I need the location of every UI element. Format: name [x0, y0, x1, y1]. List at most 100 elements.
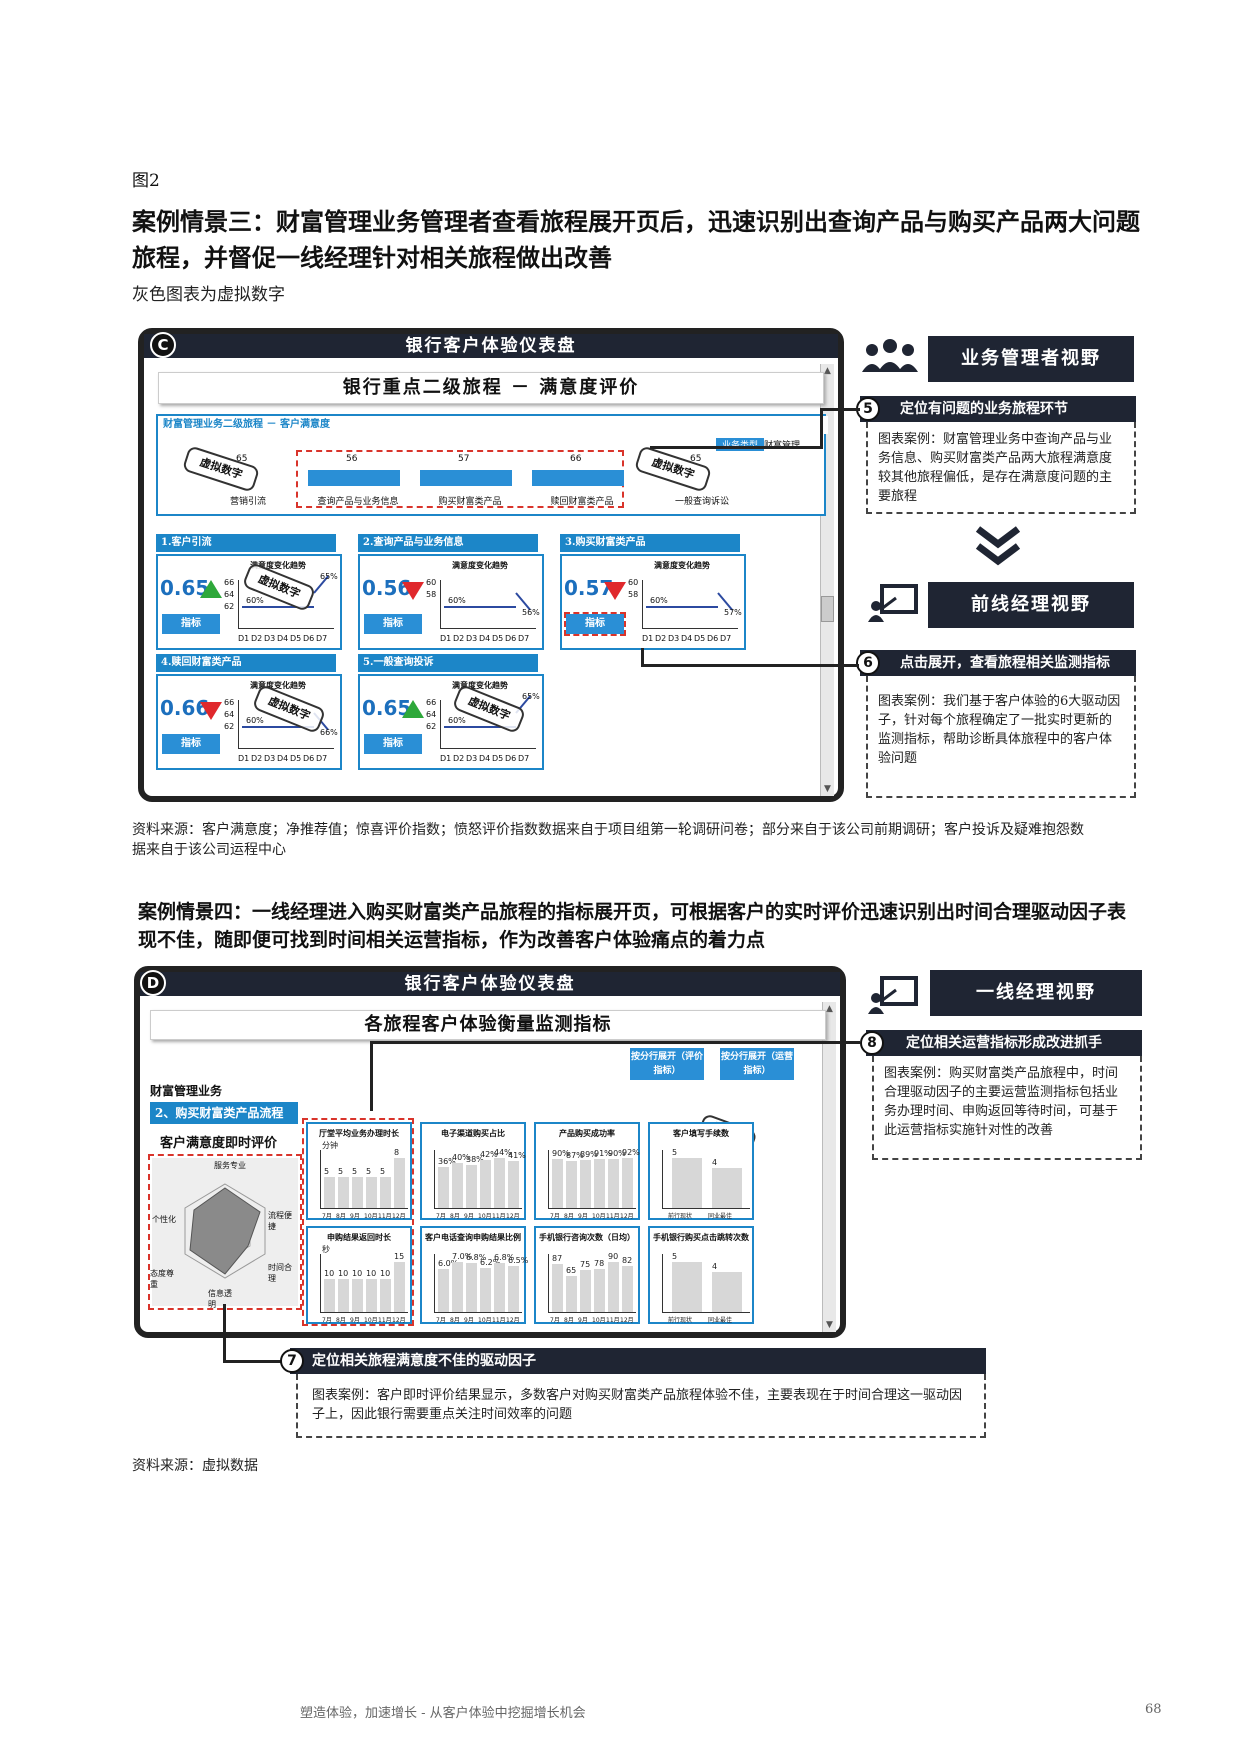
metric-value: 5 [352, 1167, 358, 1176]
day-label: D6 [303, 634, 315, 643]
day-label: D2 [251, 634, 263, 643]
metric-value: 41% [508, 1151, 526, 1160]
metric-bar [672, 1158, 702, 1208]
month-label: 7月 [550, 1317, 560, 1324]
strip-title: 财富管理业务二级旅程 － 客户满意度 [158, 416, 828, 434]
metric-value: 44% [494, 1148, 512, 1157]
metric-value: 4 [712, 1262, 718, 1271]
top-item-label: 查询产品与业务信息 [317, 497, 399, 507]
scrollbar-d[interactable]: ▲ ▼ [822, 1002, 836, 1332]
metric-value: 5 [380, 1167, 386, 1176]
top-item-value: 66 [570, 454, 582, 464]
note7-head: 定位相关旅程满意度不佳的驱动因子 [290, 1348, 986, 1374]
day-label: D3 [668, 634, 680, 643]
day-label: D1 [440, 754, 452, 763]
metric-button[interactable]: 指标 [364, 734, 422, 754]
y-tick: 62 [426, 722, 437, 731]
day-label: D1 [440, 634, 452, 643]
metric-bar [338, 1279, 349, 1312]
metric-unit: 秒 [322, 1245, 330, 1254]
month-label: 11月 [606, 1213, 620, 1220]
metric-bar [672, 1262, 702, 1312]
metric-button[interactable]: 指标 [566, 614, 624, 634]
top-item-label: 赎回财富类产品 [550, 497, 614, 507]
day-label: D6 [707, 634, 719, 643]
dashboard-c: 银行客户体验仪表盘 C ▲ ▼ 银行重点二级旅程 － 满意度评价 财富管理业务二… [138, 328, 844, 802]
month-label: 9月 [464, 1213, 474, 1220]
metric-bar [380, 1177, 391, 1208]
metric-value: 4 [712, 1158, 718, 1167]
month-label: 8月 [336, 1317, 346, 1324]
axis-y [548, 1254, 549, 1312]
metric-title: 申购结果返回时长 [327, 1233, 391, 1242]
metric-button[interactable]: 指标 [162, 614, 220, 634]
axis-y [320, 1254, 321, 1312]
connector-7v [223, 1304, 226, 1362]
connector-5v [820, 408, 823, 449]
metric-value: 8 [394, 1148, 400, 1157]
month-label: 8月 [564, 1213, 574, 1220]
month-label: 10月 [364, 1317, 378, 1324]
scroll-up-icon[interactable]: ▲ [824, 366, 831, 376]
top-item-value: 56 [346, 454, 358, 464]
y-tick: 66 [426, 698, 437, 707]
axis-x [548, 1312, 636, 1313]
metric-unit: 分钟 [322, 1141, 338, 1150]
scroll-down-icon[interactable]: ▼ [826, 1320, 833, 1330]
metric-bar [466, 1263, 477, 1312]
top-item-value: 65 [690, 454, 702, 464]
branch-ops-button[interactable]: 按分行展开（运营指标） [720, 1048, 794, 1080]
month-label: 9月 [578, 1317, 588, 1324]
metric-value: 15 [394, 1252, 405, 1261]
branch-eval-button[interactable]: 按分行展开（评价指标） [630, 1048, 704, 1080]
metric-bar [712, 1272, 742, 1312]
day-label: D1 [642, 634, 654, 643]
y-tick: 64 [224, 710, 235, 719]
y-tick: 62 [224, 722, 235, 731]
flow-title: 2、购买财富类产品流程 [150, 1102, 298, 1124]
metric-bar [566, 1161, 577, 1208]
radar-axis-label: 个性化 [152, 1215, 176, 1224]
source-2: 资料来源：虚拟数据 [132, 1458, 258, 1474]
axis-y [662, 1150, 663, 1208]
axis-y [662, 1254, 663, 1312]
chart-axis-y [440, 580, 441, 628]
month-label: 7月 [322, 1213, 332, 1220]
case4-title: 案例情景四：一线经理进入购买财富类产品旅程的指标展开页，可根据客户的实时评价迅速… [138, 901, 1127, 951]
metric-value: 5 [338, 1167, 344, 1176]
scroll-up-icon[interactable]: ▲ [826, 1004, 833, 1014]
chart-axis-y [440, 700, 441, 748]
metric-value: 75 [580, 1260, 591, 1269]
metric-value: 87% [566, 1151, 584, 1160]
scroll-thumb[interactable] [821, 596, 834, 622]
month-label: 8月 [336, 1213, 346, 1220]
chart-title: 满意度变化趋势 [452, 681, 508, 690]
badge-d: D [140, 970, 166, 996]
trend-up-icon [200, 580, 222, 598]
month-label: 12月 [392, 1213, 406, 1220]
day-label: D3 [466, 634, 478, 643]
metric-button[interactable]: 指标 [364, 614, 422, 634]
metric-cat: 同业最佳 [708, 1317, 733, 1324]
scroll-down-icon[interactable]: ▼ [824, 784, 831, 794]
metric-value: 36% [438, 1157, 456, 1166]
footer-title: 塑造体验，加速增长 - 从客户体验中挖掘增长机会 [300, 1706, 586, 1721]
day-label: D5 [492, 754, 504, 763]
day-label: D5 [694, 634, 706, 643]
day-label: D2 [453, 754, 465, 763]
metric-bar [508, 1266, 519, 1312]
case3-title: 案例情景三：财富管理业务管理者查看旅程展开页后，迅速识别出查询产品与购买产品两大… [132, 207, 1140, 272]
presenter-icon [868, 584, 918, 622]
connector-8v [370, 1041, 373, 1111]
day-label: D4 [479, 634, 491, 643]
metric-value: 90 [608, 1252, 619, 1261]
axis-y [434, 1150, 435, 1208]
metric-button[interactable]: 指标 [162, 734, 220, 754]
last-value: 66% [320, 728, 338, 737]
y-tick: 60 [426, 578, 437, 587]
metric-value: 38% [466, 1155, 484, 1164]
metric-value: 10 [338, 1269, 349, 1278]
